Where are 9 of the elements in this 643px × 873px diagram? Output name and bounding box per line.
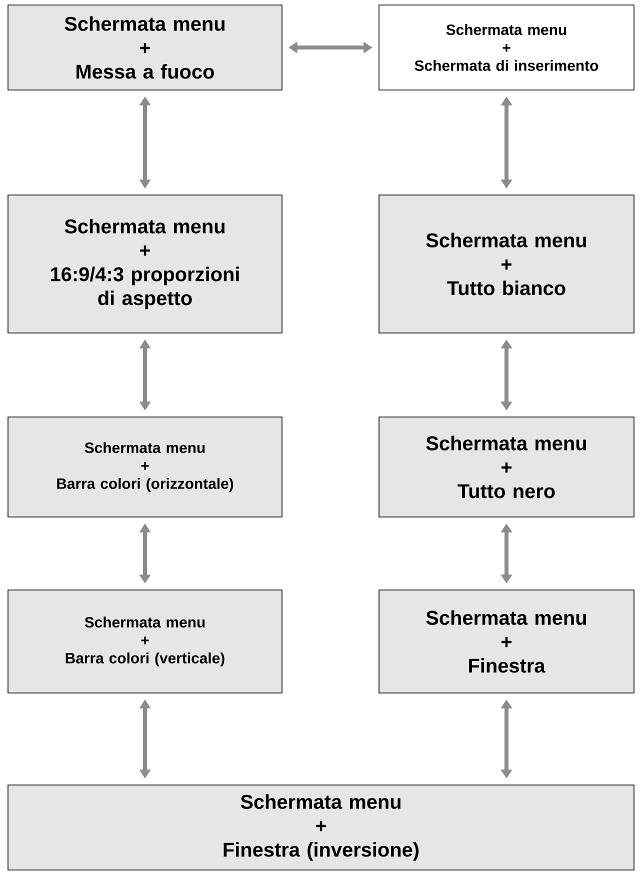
menu-box: Schermata menu + Messa a fuoco (8, 4, 282, 90)
menu-box: Schermata menu + Barra colori (verticale) (8, 590, 282, 694)
menu-box: Schermata menu + Finestra (inversione) (8, 784, 634, 870)
menu-box: Schermata menu + Schermata di inserimento (378, 4, 634, 90)
menu-box: Schermata menu + Tutto nero (378, 416, 634, 518)
menu-box: Schermata menu + Barra colori (orizzontale) (8, 416, 282, 518)
menu-box: Schermata menu + Tutto bianco (378, 194, 634, 334)
menu-box: Schermata menu + 16:9/4:3 proporzioni di aspetto (8, 194, 282, 334)
menu-box: Schermata menu + Finestra (378, 590, 634, 694)
